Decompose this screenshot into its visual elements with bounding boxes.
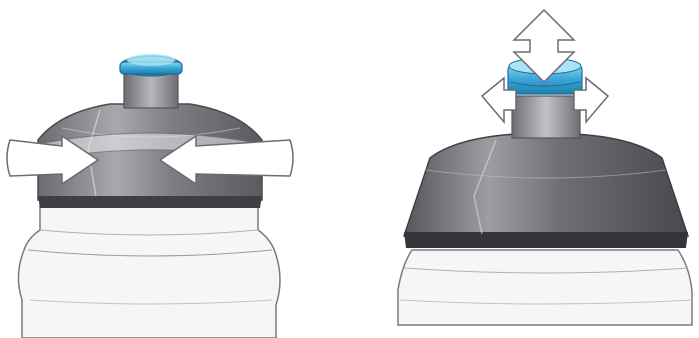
right-bottle-panel (396, 0, 696, 338)
bottle-icon (18, 206, 280, 338)
left-bottle-panel (0, 0, 300, 338)
nozzle-valve-icon (120, 54, 182, 108)
cap-icon (404, 134, 688, 248)
bottle-icon (398, 250, 692, 325)
